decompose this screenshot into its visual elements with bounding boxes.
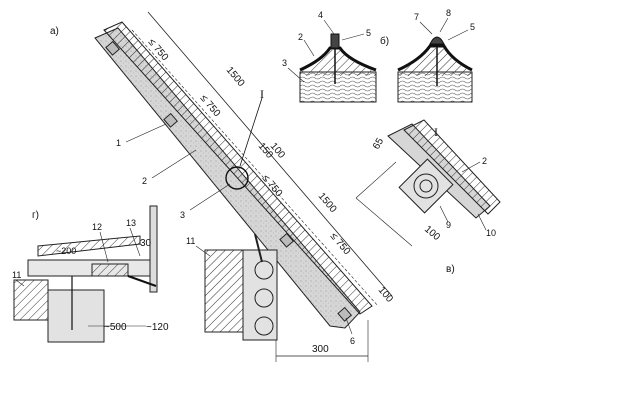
v-sheet: [403, 119, 501, 215]
callout-v-9: 9: [446, 220, 451, 230]
lath-top: [105, 40, 121, 56]
callout-b-4: 4: [318, 10, 323, 20]
callout-a-11: 11: [186, 236, 195, 246]
leader-g-13: [129, 227, 141, 257]
leader-6: [345, 317, 353, 335]
detail-mark-v: I: [434, 125, 438, 139]
g-flashing: [127, 275, 157, 287]
v-log-inner: [419, 179, 433, 193]
callout-b-5b: 5: [470, 22, 475, 32]
view-a: I а) ≤ 750 ≤ 750 1500 150 100 ≤ 750 1500…: [50, 11, 395, 362]
dim-g-30: 30: [140, 238, 152, 249]
callout-b-8: 8: [446, 8, 451, 18]
callout-b-7: 7: [414, 12, 419, 22]
leader-b-5a: [341, 33, 365, 41]
b-left-fastener: [330, 33, 340, 49]
dim-line-inner: [131, 29, 379, 307]
b-right-cap: [429, 36, 445, 45]
leader-b-7: [419, 21, 433, 35]
callout-a-6: 6: [350, 336, 355, 346]
v-beam: [398, 158, 454, 214]
dim-v-100: 100: [422, 224, 442, 243]
lath-bottom: [337, 306, 353, 322]
g-sheet: [37, 235, 141, 257]
detail-leader: [239, 97, 263, 167]
log-2: [254, 288, 274, 308]
view-g: г) ~500 ~120 30 ~200 11 12 13: [12, 205, 169, 343]
view-label-g: г): [32, 210, 39, 221]
leader-b-8: [439, 17, 449, 33]
g-gutter: [91, 263, 129, 277]
dim-le750-4: ≤ 750: [328, 231, 353, 258]
dim-100: 100: [376, 285, 395, 305]
leader-v-10: [477, 213, 487, 231]
callout-a-3: 3: [180, 210, 185, 220]
dim-1500-1: 1500: [224, 65, 247, 89]
v-cut-line-2: [355, 197, 413, 247]
dim-g-200: ~200: [56, 246, 76, 256]
callout-g-13: 13: [126, 218, 136, 228]
leader-3: [189, 183, 231, 211]
v-cut-line: [355, 161, 397, 199]
dim-v-65: 65: [371, 136, 386, 152]
g-wall-log: [47, 289, 105, 343]
dim-g-120: ~120: [146, 322, 169, 333]
leader-2: [151, 149, 197, 179]
detail-circle: [225, 166, 249, 190]
v-log: [413, 173, 439, 199]
callout-g-11: 11: [12, 270, 21, 280]
log-3: [254, 316, 274, 336]
detail-mark-a: I: [260, 87, 264, 101]
leader-1: [125, 123, 167, 143]
roof-covering-layer: [103, 21, 373, 315]
leader-b-2: [303, 39, 315, 57]
callout-b-5a: 5: [366, 28, 371, 38]
leader-b-3: [287, 67, 305, 83]
b-left-wood: [299, 71, 377, 103]
rafter-shade: [95, 28, 360, 328]
g-post: [149, 205, 158, 293]
b-right-sheet-fill: [398, 48, 472, 76]
leader-g-11: [15, 279, 25, 287]
view-label-b: б): [380, 35, 389, 47]
leader-v-2: [461, 161, 481, 173]
lath-1: [163, 112, 179, 128]
dim-line-outer: [147, 11, 393, 297]
leader-b-5b: [447, 29, 469, 41]
leader-g-12: [99, 231, 109, 263]
g-beam: [27, 259, 151, 277]
g-wall: [13, 279, 49, 321]
lath-2: [279, 232, 295, 248]
log-1: [254, 260, 274, 280]
dim-300: 300: [312, 344, 329, 355]
b-left-sheet-fill: [300, 50, 376, 76]
b-right-wood: [397, 71, 473, 103]
dim-100-small: 100: [268, 141, 287, 161]
view-b: 2 3 4 5 б) 7 8 5: [282, 8, 475, 103]
callout-a-1: 1: [116, 138, 121, 148]
callout-b-3: 3: [282, 58, 287, 68]
view-label-v: в): [446, 264, 455, 275]
strut: [254, 233, 263, 263]
wall-logs: [242, 249, 278, 341]
dim-g-500: ~500: [104, 322, 127, 333]
callout-a-2: 2: [142, 176, 147, 186]
leader-v-9: [439, 205, 449, 223]
leader-11: [195, 245, 211, 257]
callout-v-2: 2: [482, 156, 487, 166]
view-label-a: а): [50, 26, 59, 37]
callout-b-2: 2: [298, 32, 303, 42]
wall-block: [204, 249, 244, 333]
callout-g-12: 12: [92, 222, 102, 232]
view-v: I 65 100 2 9 10 в): [355, 119, 501, 275]
leader-b-4: [323, 19, 335, 35]
callout-v-10: 10: [486, 228, 496, 238]
